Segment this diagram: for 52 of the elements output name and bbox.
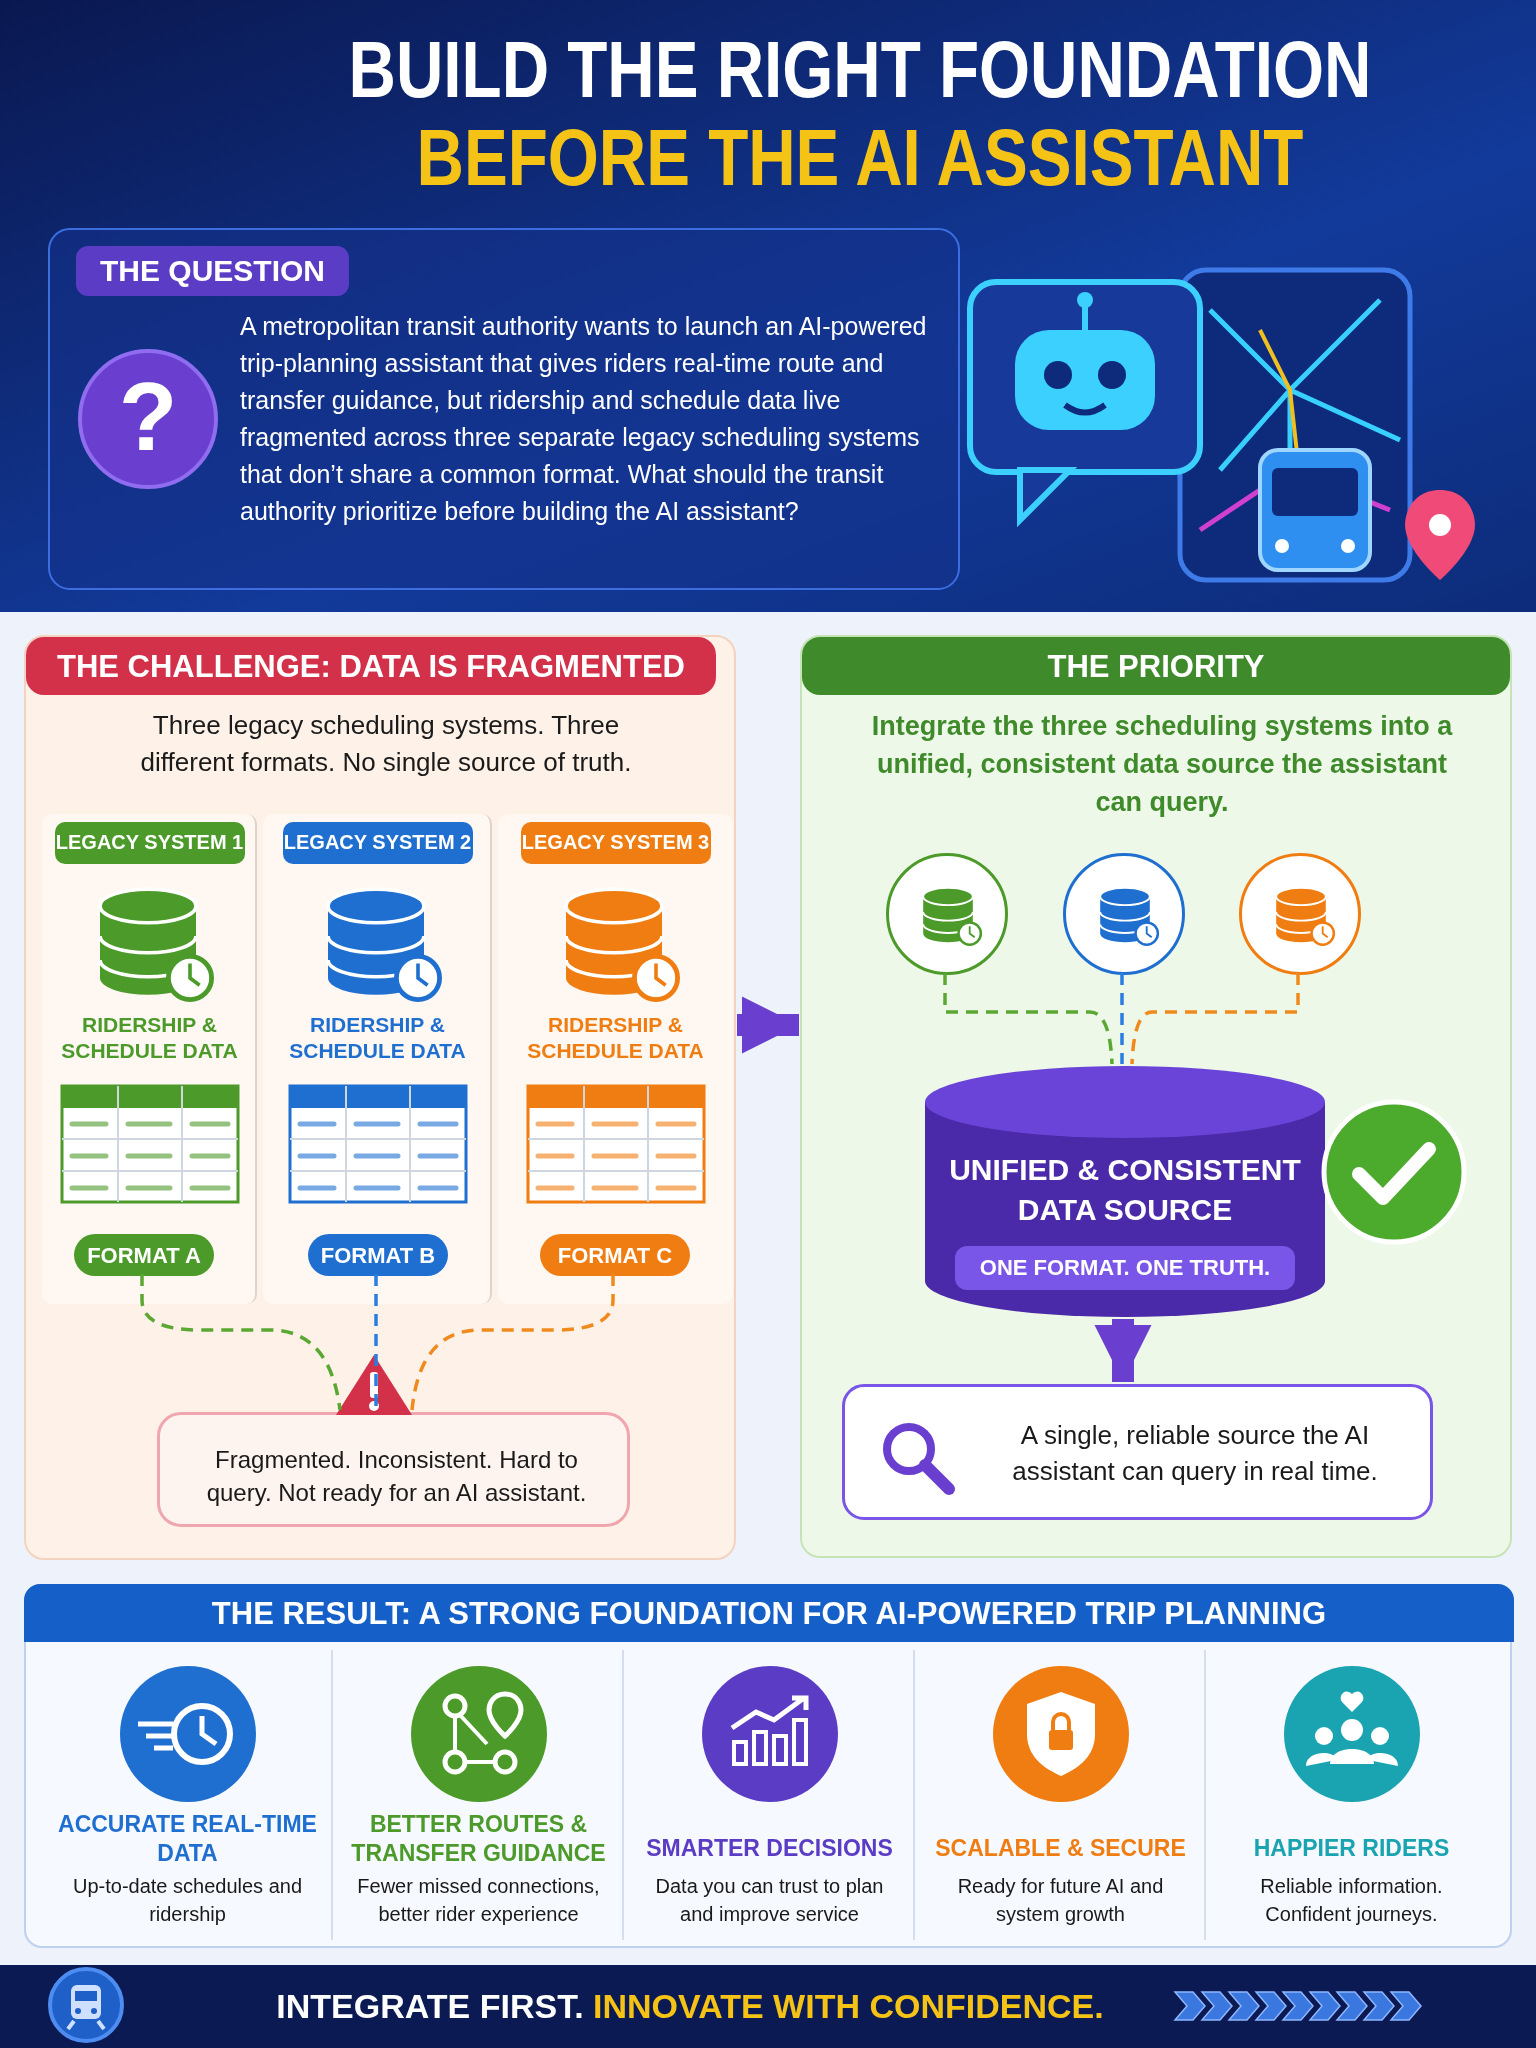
connector-line (1120, 973, 1124, 1064)
caption: INTEGRATE FIRST. INNOVATE WITH CONFIDENCE. (275, 1986, 1105, 2027)
connector-line (1130, 973, 1300, 1065)
format-tag (540, 1234, 690, 1276)
connector-line (410, 1274, 615, 1411)
question-panel (48, 228, 960, 590)
question-text: A metropolitan transit authority wants to launch an AI-powered trip-planning assistant that gives riders real-time route and transfer guidance, but ridership and schedule data live fragmented across three separate legacy scheduling systems that don’t share a common format. What should the transit authority prioritize before building the AI assistant? (240, 311, 928, 527)
priority-panel (800, 635, 1512, 1558)
data-heading: RIDERSHIP & SCHEDULE DATA (288, 1012, 467, 1064)
benefit-heading: HAPPIER RIDERS (1252, 1834, 1451, 1863)
benefit-heading: BETTER ROUTES & TRANSFER GUIDANCE (350, 1810, 607, 1868)
system-tag: LEGACY SYSTEM 2 (282, 822, 473, 864)
benefit-text: Data you can trust to plan and improve service (654, 1874, 885, 1927)
format-label: FORMAT A (86, 1243, 202, 1269)
format-label: FORMAT B (319, 1243, 437, 1269)
benefit-heading: SMARTER DECISIONS (645, 1834, 894, 1863)
connector-line (140, 1274, 342, 1411)
system-column (42, 814, 257, 1304)
warning-box (157, 1412, 630, 1527)
warning-text: Fragmented. Inconsistent. Hard to query. Not ready for an AI assistant. (205, 1445, 588, 1508)
title: BUILD THE RIGHT FOUNDATION BEFORE THE AI ASSISTANT (347, 26, 1373, 202)
connector-line (943, 973, 1114, 1065)
panel-heading: THE RESULT: A STRONG FOUNDATION FOR AI-POWERED TRIP PLANNING (24, 1584, 1514, 1642)
benefit-text: Fewer missed connections, better rider experience (356, 1874, 601, 1927)
benefit-heading: ACCURATE REAL-TIME DATA (57, 1810, 318, 1868)
question-mark: ? (117, 365, 179, 469)
result-text: A single, reliable source the AI assistant can query in real time. (1011, 1419, 1379, 1488)
benefit-text: Reliable information. Confident journeys. (1259, 1874, 1444, 1927)
cylinder-heading: UNIFIED & CONSISTENT DATA SOURCE (948, 1152, 1302, 1228)
benefit-text: Ready for future AI and system growth (956, 1874, 1165, 1927)
panel-heading: THE PRIORITY (802, 637, 1510, 695)
system-column (498, 814, 733, 1304)
result-panel (24, 1584, 1512, 1948)
system-tag: LEGACY SYSTEM 1 (54, 822, 245, 864)
challenge-panel (24, 635, 736, 1560)
system-column (263, 814, 492, 1304)
data-heading: RIDERSHIP & SCHEDULE DATA (526, 1012, 705, 1064)
format-label: FORMAT C (556, 1243, 674, 1269)
benefit-text: Up-to-date schedules and ridership (71, 1874, 303, 1927)
benefit-heading: SCALABLE & SECURE (934, 1834, 1187, 1863)
system-tag: LEGACY SYSTEM 3 (520, 822, 711, 864)
panel-heading: THE CHALLENGE: DATA IS FRAGMENTED (26, 637, 716, 695)
arrow (737, 996, 799, 1054)
result-box (842, 1384, 1433, 1520)
panel-heading: THE QUESTION (76, 246, 349, 296)
truth-tag: ONE FORMAT. ONE TRUTH. (955, 1246, 1295, 1290)
subtitle-text: Three legacy scheduling systems. Three different formats. No single source of truth. (139, 709, 633, 779)
format-tag (74, 1234, 214, 1276)
format-tag (308, 1234, 448, 1276)
data-heading: RIDERSHIP & SCHEDULE DATA (60, 1012, 239, 1064)
arrow (1094, 1319, 1152, 1382)
priority-text: Integrate the three scheduling systems into a unified, consistent data source the assistant can query. (870, 710, 1454, 819)
